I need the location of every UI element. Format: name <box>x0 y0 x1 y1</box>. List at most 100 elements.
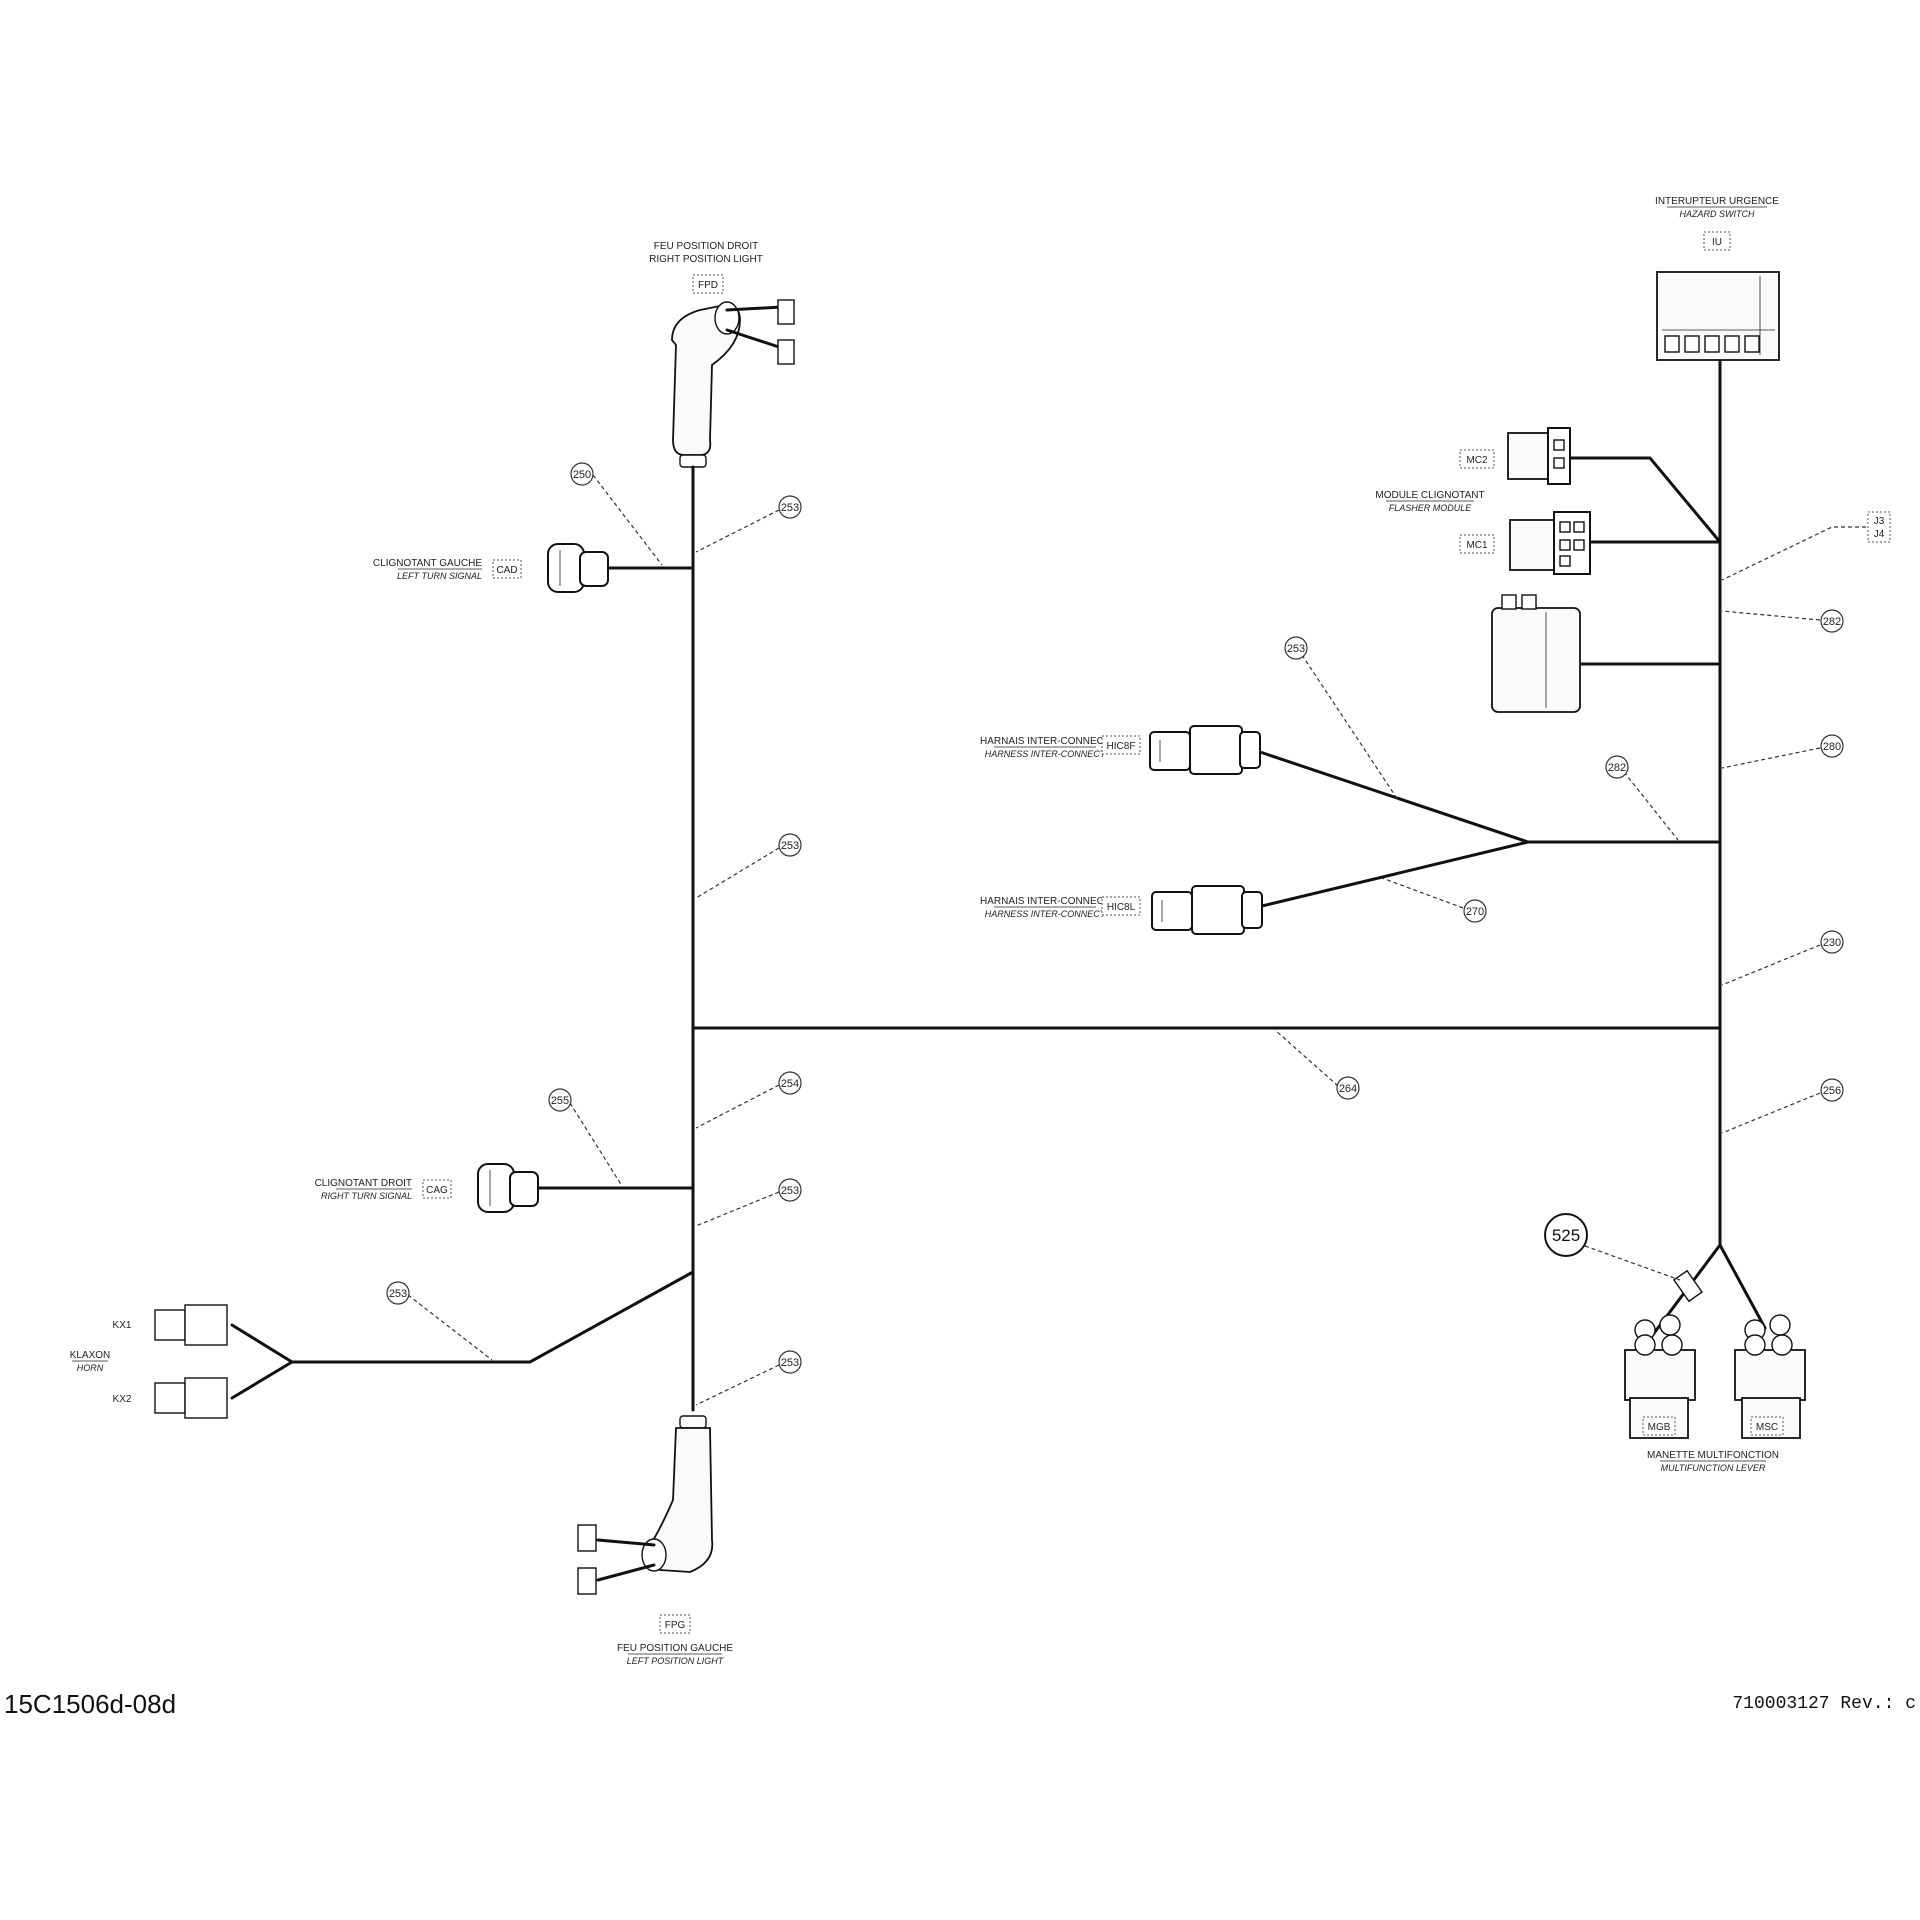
callout-number: 282 <box>1823 616 1841 628</box>
callout-bubble <box>1820 930 1844 954</box>
callout-bubble <box>1605 755 1629 779</box>
horn-branch-wire <box>290 1270 695 1364</box>
lever-split-2-wire <box>1718 1243 1767 1330</box>
flasher-module-label-fr: MODULE CLIGNOTANT <box>1375 490 1484 501</box>
hazard-switch-label-en: HAZARD SWITCH <box>1680 209 1755 219</box>
splice-label-line2: J4 <box>1874 529 1885 540</box>
right-turn-signal-label-en: RIGHT TURN SIGNAL <box>321 1191 412 1201</box>
harness-connect-1-code: HIC8F <box>1107 741 1136 752</box>
callout-number: 253 <box>781 1185 799 1197</box>
callout-bubble <box>1544 1213 1588 1257</box>
horn-label-en: HORN <box>77 1363 104 1373</box>
left-position-light-code: FPG <box>665 1620 686 1631</box>
callout-bubble <box>778 1071 802 1095</box>
multifunction-lever <box>1624 1269 1806 1439</box>
flasher-module-label-en: FLASHER MODULE <box>1389 503 1473 513</box>
callout-number: 230 <box>1823 937 1841 949</box>
left-position-light-label-en: LEFT POSITION LIGHT <box>627 1656 725 1666</box>
left-turn-signal-code: CAD <box>496 565 517 576</box>
callout-bubble <box>778 495 802 519</box>
right-position-light-terminal-2 <box>777 339 795 365</box>
horn-label-fr: KLAXON <box>70 1350 111 1361</box>
hazard-switch-code: IU <box>1712 237 1722 248</box>
right-position-light-grommet <box>679 454 707 468</box>
callout-number: 250 <box>573 469 591 481</box>
harness-connect-2-code: HIC8L <box>1107 902 1136 913</box>
hic8f-wire <box>1258 750 1530 844</box>
left-position-light-terminal-2 <box>577 1567 597 1595</box>
flasher-relay <box>1491 594 1581 713</box>
callout-bubble <box>1284 636 1308 660</box>
left-turn-signal-connector <box>547 543 609 593</box>
drawing-id: 15C1506d-08d <box>4 1689 176 1719</box>
callout-bubble <box>570 462 594 486</box>
left-position-light-socket <box>641 1538 667 1572</box>
mc2-wire <box>1568 456 1722 544</box>
left-position-light-label-fr: FEU POSITION GAUCHE <box>617 1643 733 1654</box>
callout-bubble <box>548 1088 572 1112</box>
callout-number: 270 <box>1466 906 1484 918</box>
callout-number: 253 <box>781 1357 799 1369</box>
callout-bubble <box>386 1281 410 1305</box>
right-position-light-terminal-1 <box>777 299 795 325</box>
flasher-module-mc2 <box>1507 427 1571 485</box>
hazard-switch <box>1656 271 1780 361</box>
left-position-light-grommet <box>679 1415 707 1429</box>
callout-number: 525 <box>1552 1226 1580 1245</box>
callouts: 250 253 253 254 255 253 253 253 253 282 … <box>386 462 1866 1406</box>
component-labels: FEU POSITION DROIT RIGHT POSITION LIGHT … <box>70 196 1891 1666</box>
callout-number: 282 <box>1608 762 1626 774</box>
callout-number: 256 <box>1823 1085 1841 1097</box>
horn-connector-1 <box>154 1304 228 1346</box>
callout-bubble <box>1820 1078 1844 1102</box>
wires <box>230 358 1767 1412</box>
horn-code-1: KX1 <box>113 1320 132 1331</box>
harness-connect-2-label-fr: HARNAIS INTER-CONNECT <box>980 896 1110 907</box>
right-turn-signal-label-fr: CLIGNOTANT DROIT <box>315 1178 412 1189</box>
callout-number: 280 <box>1823 741 1841 753</box>
lever-code-1: MGB <box>1648 1422 1671 1433</box>
callout-bubble <box>1463 899 1487 923</box>
harness-connect-1-label-en: HARNESS INTER-CONNECT <box>985 749 1107 759</box>
lever-label-en: MULTIFUNCTION LEVER <box>1661 1463 1766 1473</box>
inline-fuse <box>1673 1269 1703 1303</box>
horn-split-2-wire <box>230 1360 294 1400</box>
hazard-switch-label-fr: INTERUPTEUR URGENCE <box>1655 196 1779 207</box>
right-position-light-label-en: RIGHT POSITION LIGHT <box>649 254 763 265</box>
callout-number: 253 <box>389 1288 407 1300</box>
right-position-light-label-fr: FEU POSITION DROIT <box>654 241 758 252</box>
callout-bubble <box>778 833 802 857</box>
callout-number: 264 <box>1339 1083 1357 1095</box>
lever-label-fr: MANETTE MULTIFONCTION <box>1647 1450 1779 1461</box>
callout-number: 253 <box>781 502 799 514</box>
callout-bubble <box>778 1178 802 1202</box>
right-turn-signal-code: CAG <box>426 1185 448 1196</box>
harness-connector-hic8f <box>1149 725 1261 775</box>
right-position-light-code: FPD <box>698 280 718 291</box>
callout-bubble <box>1336 1076 1360 1100</box>
harness-connect-2-label-en: HARNESS INTER-CONNECT <box>985 909 1107 919</box>
splice-label-line1: J3 <box>1874 516 1885 527</box>
horn-connector-2 <box>154 1377 228 1419</box>
callout-number: 255 <box>551 1095 569 1107</box>
lever-connector-mgb <box>1624 1314 1696 1439</box>
harness-connect-1-label-fr: HARNAIS INTER-CONNECT <box>980 736 1110 747</box>
harness-connector-hic8l <box>1151 885 1263 935</box>
right-position-light <box>671 299 795 477</box>
left-position-light-terminal-1 <box>577 1524 597 1552</box>
callout-number: 253 <box>781 840 799 852</box>
callout-bubble <box>1820 609 1844 633</box>
lever-code-2: MSC <box>1756 1422 1778 1433</box>
flasher-module-code-1: MC2 <box>1466 455 1488 466</box>
hic8l-wire <box>1260 840 1530 908</box>
left-turn-signal-label-fr: CLIGNOTANT GAUCHE <box>373 558 482 569</box>
callout-bubble <box>778 1350 802 1374</box>
callout-number: 254 <box>781 1078 799 1090</box>
horn-code-2: KX2 <box>113 1394 132 1405</box>
horn-split-1-wire <box>230 1323 294 1364</box>
left-position-light <box>577 1415 714 1595</box>
left-turn-signal-label-en: LEFT TURN SIGNAL <box>397 571 482 581</box>
callout-number: 253 <box>1287 643 1305 655</box>
flasher-module-mc1 <box>1509 511 1591 575</box>
